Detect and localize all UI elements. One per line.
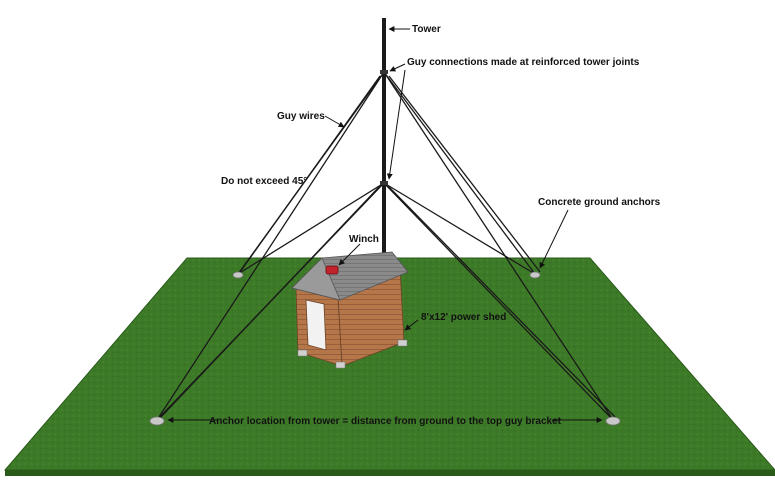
guy-wire xyxy=(159,185,381,419)
shed-arrow xyxy=(404,319,419,331)
tower xyxy=(382,18,386,280)
guy-wire xyxy=(383,71,536,275)
anchor xyxy=(605,416,621,426)
tower-label: Tower xyxy=(412,24,441,35)
shed-label: 8'x12' power shed xyxy=(421,312,506,323)
guy-wire xyxy=(388,75,541,273)
guy-wire xyxy=(156,71,385,421)
ground-anchors-label: Concrete ground anchors xyxy=(538,197,661,208)
guy-wires xyxy=(156,71,617,421)
guy-wire xyxy=(383,182,536,275)
ground-edge xyxy=(5,470,775,476)
guy-wire xyxy=(387,185,617,419)
guy-connection-arrow xyxy=(389,63,406,72)
anchor-rule-label: Anchor location from tower = distance fr… xyxy=(209,416,562,427)
shed-block xyxy=(297,349,308,357)
shed-roof-gable xyxy=(291,257,341,301)
guy-wire xyxy=(383,71,614,421)
winch-label: Winch xyxy=(349,234,379,245)
callout-arrows xyxy=(167,26,603,423)
anchor xyxy=(149,416,165,426)
power-shed xyxy=(291,251,409,369)
guy-wire xyxy=(239,75,381,273)
anchors-arrow xyxy=(539,209,569,269)
tower-joint xyxy=(380,181,388,185)
guy-wires-label: Guy wires xyxy=(277,111,325,122)
max-angle-label: Do not exceed 45° xyxy=(221,176,307,187)
anchor xyxy=(529,271,541,279)
ground-anchors xyxy=(149,271,621,426)
shed-block xyxy=(335,361,346,369)
guy-connection-arrow xyxy=(386,69,406,180)
guy-wires-arrow xyxy=(324,115,345,128)
winch xyxy=(325,265,339,275)
guy-connections-label: Guy connections made at reinforced tower… xyxy=(407,57,640,68)
guy-wire xyxy=(237,182,385,275)
shed-block xyxy=(397,339,408,347)
guy-wire xyxy=(383,182,614,421)
shed-door xyxy=(305,299,327,351)
anchor xyxy=(232,271,244,279)
winch-arrow xyxy=(338,243,361,266)
tower-joint xyxy=(380,70,388,74)
